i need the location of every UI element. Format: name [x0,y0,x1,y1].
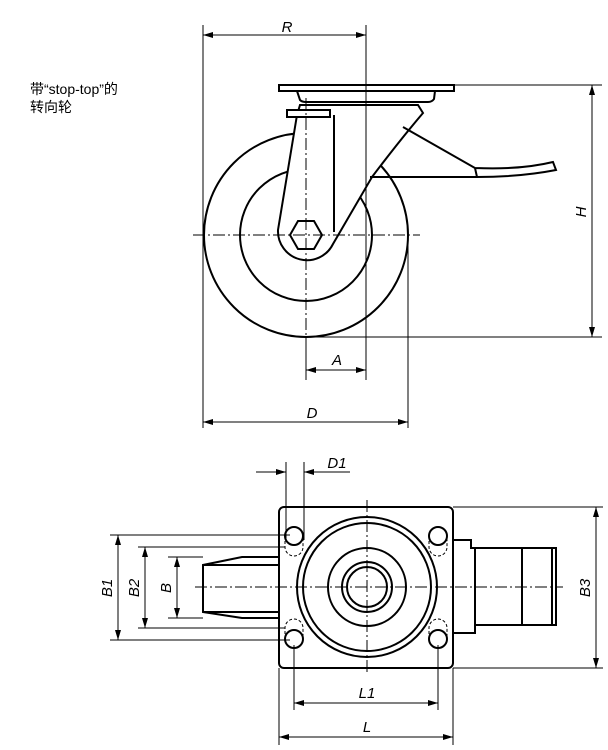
dim-label-D1: D1 [327,455,346,472]
side-view: R H A D [193,19,602,428]
dim-label-B: B [158,583,175,593]
dim-label-L: L [363,719,371,736]
caption-line-1: 带“stop-top”的 [30,81,118,97]
dim-label-B2: B2 [126,578,143,597]
drawing-caption: 带“stop-top”的 转向轮 [30,80,118,116]
dim-label-A: A [331,352,342,369]
dim-label-D: D [307,405,318,422]
swivel-head [296,90,436,103]
dim-label-B1: B1 [99,579,116,597]
lock-tab [286,109,331,118]
dim-label-H: H [573,206,590,217]
brake-pedal [370,126,558,178]
fork-top [202,556,280,619]
dim-label-R: R [282,19,293,36]
dim-label-L1: L1 [359,685,376,702]
dim-label-B3: B3 [577,578,594,597]
top-view: D1 B1 B2 B B3 L1 L [99,455,603,745]
caption-line-2: 转向轮 [30,99,72,115]
